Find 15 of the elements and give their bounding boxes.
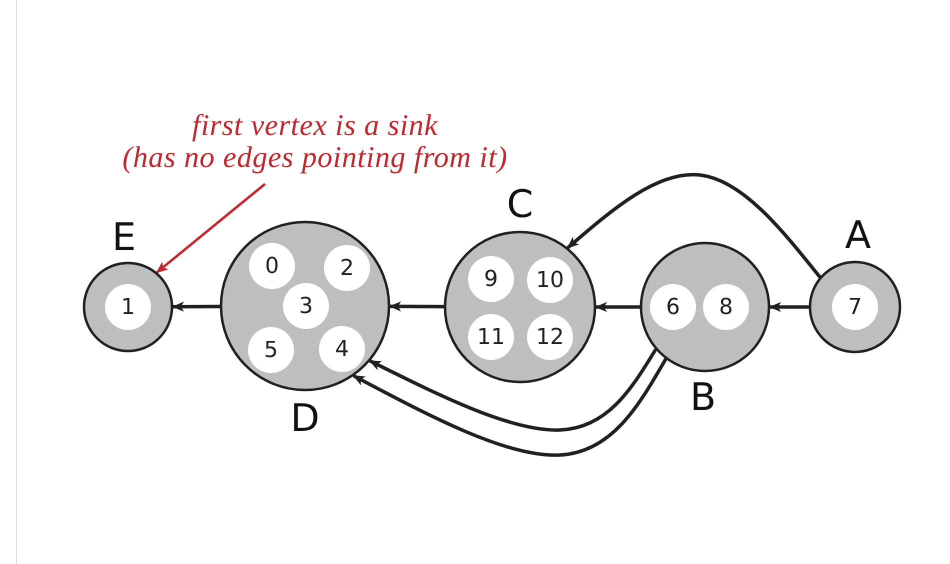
component-label: C [506,185,534,223]
annotation-text: first vertex is a sink [192,110,438,142]
arrow [595,302,640,312]
arrow [566,172,822,278]
annotation-text: (has no edges pointing from it) [122,142,508,174]
arrow [769,302,809,312]
arrow [369,348,658,432]
arrow [389,301,444,312]
arrow [172,302,220,312]
component-label: A [845,216,871,254]
component-label: D [290,399,320,437]
leader-arrow [156,183,266,274]
component-label: E [112,218,136,256]
arrow [352,358,668,457]
component-label: B [690,378,716,416]
